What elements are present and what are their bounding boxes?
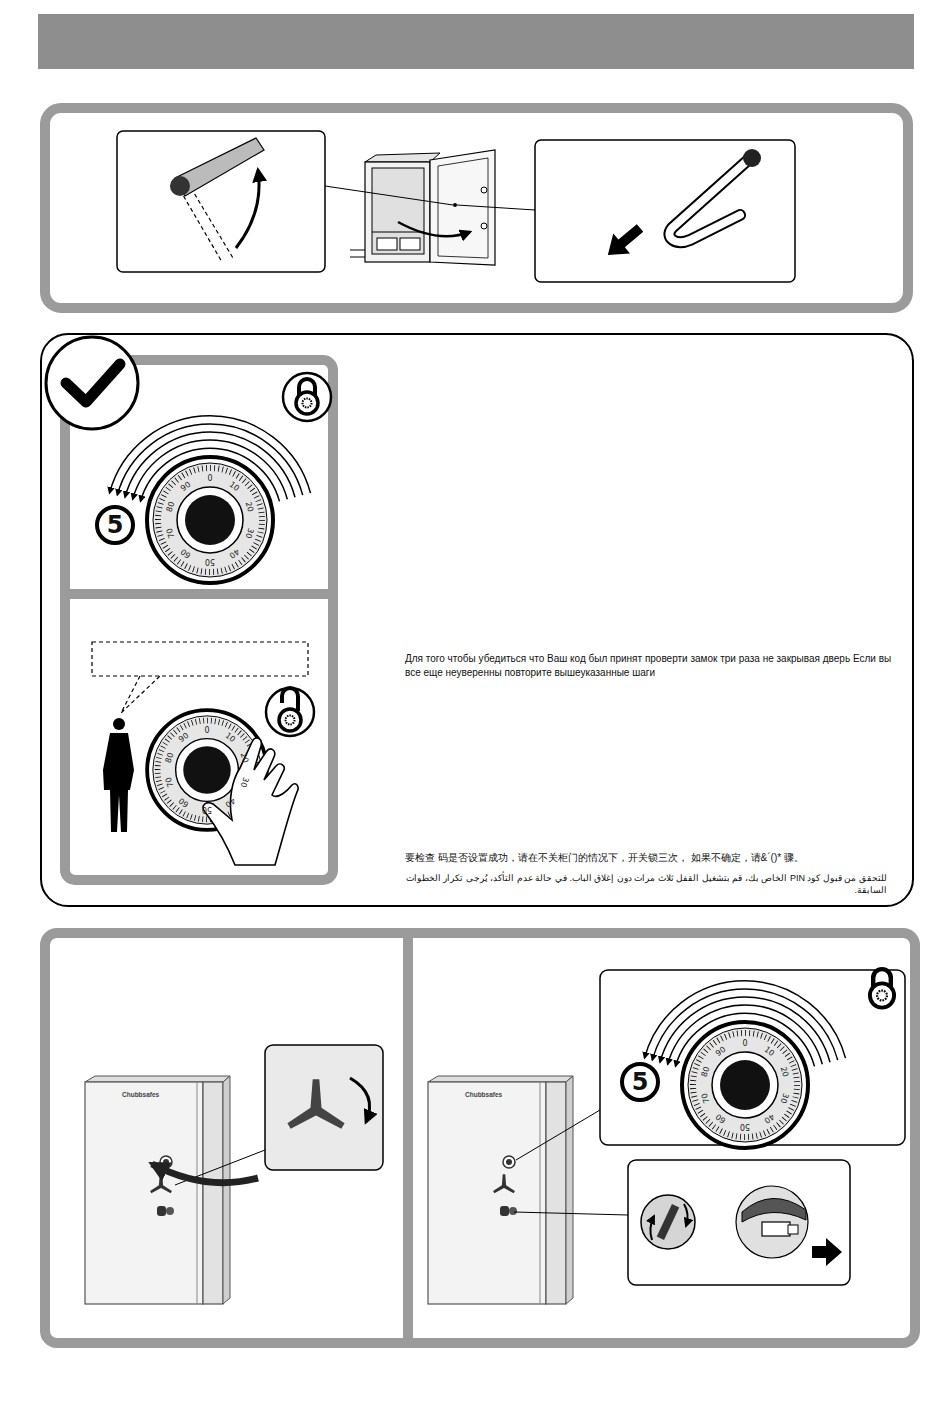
- step-panel: [45, 108, 908, 308]
- person-figure: [113, 718, 125, 730]
- open-safe: [365, 162, 430, 262]
- turn-count: 5: [107, 513, 124, 537]
- safe: [428, 1076, 573, 1304]
- key-inset: [812, 1238, 842, 1266]
- unlock-icon: [266, 688, 314, 736]
- handle-inset: [170, 176, 190, 196]
- dial-number: 30: [244, 527, 255, 539]
- open-safe: [350, 250, 366, 251]
- handle-inset: [236, 170, 259, 248]
- key-inset: [628, 1160, 850, 1285]
- key-inset: [650, 1216, 654, 1240]
- lock-icon: [870, 969, 894, 1008]
- pin-inset: [599, 218, 648, 265]
- pin-inset: [669, 160, 748, 242]
- brand-logo: Chubbsafes: [465, 1092, 502, 1099]
- open-safe: [325, 150, 535, 265]
- turn-arrow: [152, 1164, 258, 1183]
- open-safe: [377, 238, 397, 250]
- open-safe: [430, 150, 495, 265]
- instruction-text: Для того чтобы убедиться что Ваш код был…: [405, 652, 895, 679]
- panel-divider: [403, 933, 413, 1343]
- key-inset: [762, 1222, 790, 1236]
- dial-number: 0: [742, 1040, 747, 1048]
- dial-number: 50: [205, 557, 215, 565]
- lock-icon: [296, 379, 318, 414]
- open-safe: [398, 222, 470, 236]
- person-figure: [103, 733, 134, 832]
- leader-line: [516, 1110, 600, 1160]
- turn-count-badge: 5: [620, 1062, 660, 1102]
- person-figure: [103, 718, 134, 832]
- step-frame: [65, 360, 333, 880]
- handle-inset: [175, 1045, 383, 1185]
- key-inset: [641, 1195, 695, 1249]
- handle-inset: [265, 1045, 383, 1170]
- pin-inset: [669, 160, 748, 242]
- dial-number: 50: [740, 1122, 750, 1130]
- pin-inset: [599, 218, 648, 265]
- open-safe: [325, 186, 453, 205]
- header-bar: [38, 14, 914, 69]
- combination-dial: [682, 1022, 808, 1148]
- open-safe: [365, 153, 440, 162]
- pin-inset: [535, 140, 795, 282]
- key-inset: [684, 1204, 688, 1226]
- leader-line: [514, 1212, 628, 1215]
- instruction-text: للتحقق من قبول كود PIN الخاص بك، قم بتشغ…: [382, 872, 887, 896]
- frame-divider: [65, 589, 333, 599]
- combination-dial: [147, 457, 273, 583]
- dial-number: 0: [207, 475, 212, 483]
- turn-count-badge: 5: [95, 505, 135, 545]
- lock-icon: [283, 373, 331, 421]
- open-safe: [481, 187, 487, 193]
- turn-count: 5: [632, 1070, 649, 1094]
- handle-inset: [350, 1078, 370, 1122]
- lock-icon: [283, 373, 331, 421]
- open-safe: [457, 205, 535, 210]
- speech-bubble: [121, 676, 160, 713]
- brand-logo: Chubbsafes: [122, 1092, 159, 1099]
- handle-inset: [191, 188, 233, 258]
- dial-number: 0: [204, 727, 209, 735]
- check-mark: [46, 337, 138, 429]
- pin-inset: [743, 149, 761, 167]
- check-mark: [46, 337, 138, 429]
- handle-inset: [117, 131, 325, 272]
- key-inset: [736, 1186, 808, 1258]
- hand: [203, 738, 298, 865]
- dial-number: 30: [239, 776, 250, 788]
- handle-inset: [117, 131, 325, 272]
- check-mark: [66, 364, 120, 402]
- speech-bubble: [92, 642, 308, 676]
- open-safe: [453, 203, 457, 207]
- unlock-icon: [279, 688, 301, 731]
- dial-number: 30: [779, 1092, 790, 1104]
- dial-number: 50: [202, 805, 212, 813]
- key-inset: [628, 1160, 850, 1285]
- open-safe: [438, 158, 488, 258]
- open-safe: [350, 257, 366, 258]
- pin-inset: [535, 140, 795, 282]
- key-inset: [788, 1225, 798, 1234]
- unlock-icon: [266, 688, 314, 736]
- open-safe: [372, 168, 424, 254]
- safe: [85, 1076, 230, 1304]
- step-panel: [45, 933, 915, 1343]
- handle-inset: [180, 190, 222, 262]
- instruction-text: 要检查 码是否设置成功，请在不关柜门的情况下，开关锁三次， 如果不确定，请&´(…: [405, 851, 895, 865]
- key-inset: [742, 1198, 806, 1222]
- open-safe: [400, 238, 420, 250]
- instruction-panel: Для того чтобы убедиться что Ваш код был…: [40, 333, 914, 907]
- handle-inset: [287, 1079, 344, 1129]
- key-inset: [657, 1204, 679, 1240]
- open-safe: [481, 223, 487, 229]
